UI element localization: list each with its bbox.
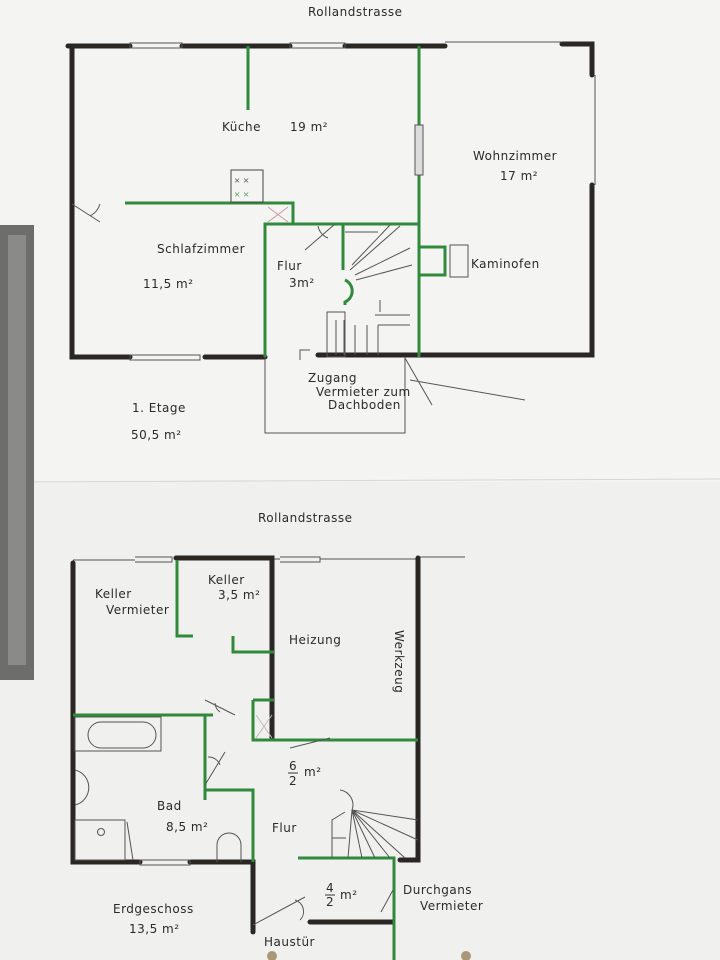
floor-name-ground: Erdgeschoss bbox=[113, 902, 194, 916]
shower-icon bbox=[74, 819, 126, 861]
keller-vermieter-line-2: Vermieter bbox=[106, 603, 169, 617]
upper-sheet bbox=[0, 0, 720, 482]
lower-street-label: Rollandstrasse bbox=[258, 511, 353, 525]
keller-label: Keller bbox=[208, 573, 245, 587]
stove-icon bbox=[449, 244, 469, 278]
entry-area-den: 2 bbox=[326, 895, 334, 909]
floor-area-upper: 50,5 m² bbox=[131, 428, 182, 442]
chimney-icon bbox=[230, 169, 264, 203]
punch-hole bbox=[267, 951, 277, 960]
heizung-label: Heizung bbox=[289, 633, 341, 647]
entry-area-num: 4 bbox=[326, 881, 334, 895]
toilet-icon bbox=[216, 832, 242, 862]
keller-area: 3,5 m² bbox=[218, 588, 260, 602]
floor-area-ground: 13,5 m² bbox=[129, 922, 180, 936]
entry-area-unit: m² bbox=[340, 888, 358, 902]
haustuer-label: Haustür bbox=[264, 935, 315, 949]
flur-area-num: 6 bbox=[289, 759, 297, 773]
svg-text:× ×: × × bbox=[234, 189, 249, 201]
bad-area: 8,5 m² bbox=[166, 820, 208, 834]
schlafzimmer-label: Schlafzimmer bbox=[157, 242, 245, 256]
kueche-label: Küche bbox=[222, 120, 261, 134]
durchgang-line-2: Vermieter bbox=[420, 899, 483, 913]
flur-area-den: 2 bbox=[289, 774, 297, 788]
flur-area: 3m² bbox=[289, 276, 315, 290]
sink-icon bbox=[74, 769, 90, 806]
wohnzimmer-area: 17 m² bbox=[500, 169, 538, 183]
flur-area-unit: m² bbox=[304, 765, 322, 779]
bathtub-icon bbox=[87, 721, 157, 749]
ground-floor-plan: Rollandstrasse Keller Vermieter Keller 3… bbox=[70, 511, 483, 960]
punch-hole bbox=[461, 951, 471, 960]
flur-label: Flur bbox=[277, 259, 302, 273]
durchgang-line-1: Durchgans bbox=[403, 883, 472, 897]
upper-street-label: Rollandstrasse bbox=[308, 5, 403, 19]
zugang-line-1: Zugang bbox=[308, 371, 357, 385]
bad-label: Bad bbox=[157, 799, 182, 813]
werkzeug-label: Werkzeug bbox=[392, 630, 406, 693]
flur-label: Flur bbox=[272, 821, 297, 835]
lower-sheet bbox=[0, 482, 720, 960]
kaminofen-label: Kaminofen bbox=[471, 257, 540, 271]
wohnzimmer-label: Wohnzimmer bbox=[473, 149, 557, 163]
zugang-line-3: Dachboden bbox=[328, 398, 401, 412]
schlafzimmer-area: 11,5 m² bbox=[143, 277, 194, 291]
upper-floor-plan: Rollandstrasse × × × × Küche 19 m² Wohnzi… bbox=[65, 5, 596, 442]
zugang-line-2: Vermieter zum bbox=[316, 385, 411, 399]
svg-text:× ×: × × bbox=[234, 175, 249, 187]
kueche-area: 19 m² bbox=[290, 120, 328, 134]
keller-vermieter-line-1: Keller bbox=[95, 587, 132, 601]
floor-name-upper: 1. Etage bbox=[132, 401, 186, 415]
